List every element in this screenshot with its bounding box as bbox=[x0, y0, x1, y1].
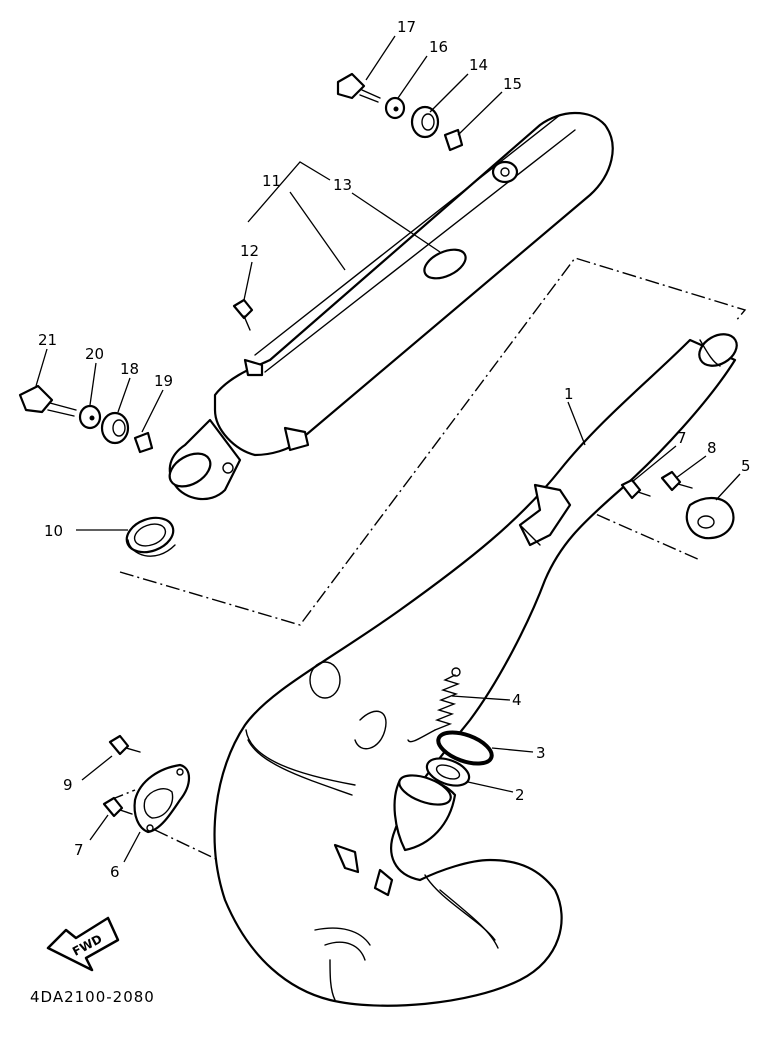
bolt-part-17 bbox=[336, 72, 381, 103]
bolt-part-9 bbox=[108, 734, 141, 756]
forward-direction-arrow: FWD bbox=[46, 916, 120, 972]
washer-part-20 bbox=[78, 404, 102, 430]
label-plate-part-13 bbox=[423, 248, 467, 280]
collar-part-19 bbox=[133, 431, 154, 454]
callout-4: 4 bbox=[512, 691, 522, 709]
callout-9: 9 bbox=[63, 776, 73, 794]
callout-15: 15 bbox=[503, 75, 522, 93]
joint-ring-part-10 bbox=[125, 516, 176, 557]
grommet-part-18 bbox=[100, 411, 130, 445]
bolt-part-12 bbox=[232, 298, 254, 331]
callout-1: 1 bbox=[564, 385, 574, 403]
leader-lines bbox=[35, 35, 741, 863]
callout-3: 3 bbox=[536, 744, 546, 762]
callout-10: 10 bbox=[44, 522, 63, 540]
collar-part-15 bbox=[443, 128, 464, 152]
callout-labels: 17 16 14 15 11 13 12 21 20 18 19 10 1 7 … bbox=[38, 18, 751, 881]
bolt-part-8 bbox=[660, 470, 693, 492]
bolt-part-7-lower bbox=[102, 796, 133, 818]
callout-2: 2 bbox=[515, 786, 525, 804]
washer-part-16 bbox=[384, 96, 406, 120]
callout-19: 19 bbox=[154, 372, 173, 390]
gasket-part-2 bbox=[425, 757, 471, 787]
grommet-part-14 bbox=[410, 105, 440, 139]
callout-13: 13 bbox=[333, 176, 352, 194]
cap-plate-part-6 bbox=[133, 763, 191, 834]
spring-part-4 bbox=[407, 667, 461, 743]
o-ring-part-3 bbox=[436, 730, 494, 766]
callout-16: 16 bbox=[429, 38, 448, 56]
callout-7-upper: 7 bbox=[677, 429, 687, 447]
bolt-part-21 bbox=[18, 384, 77, 417]
gasket-plate-part-5 bbox=[685, 497, 735, 540]
callout-20: 20 bbox=[85, 345, 104, 363]
bolt-part-7-upper bbox=[620, 478, 651, 500]
callout-18: 18 bbox=[120, 360, 139, 378]
exhaust-pipe-part-1 bbox=[213, 333, 738, 1007]
silencer-part-11 bbox=[168, 111, 614, 501]
callout-21: 21 bbox=[38, 331, 57, 349]
callout-14: 14 bbox=[469, 56, 488, 74]
callout-11: 11 bbox=[262, 172, 281, 190]
callout-6: 6 bbox=[110, 863, 120, 881]
callout-8: 8 bbox=[707, 439, 717, 457]
callout-17: 17 bbox=[397, 18, 416, 36]
callout-7-lower: 7 bbox=[74, 841, 84, 859]
callout-5: 5 bbox=[741, 457, 751, 475]
drawing-code: 4DA2100-2080 bbox=[30, 988, 155, 1006]
callout-12: 12 bbox=[240, 242, 259, 260]
